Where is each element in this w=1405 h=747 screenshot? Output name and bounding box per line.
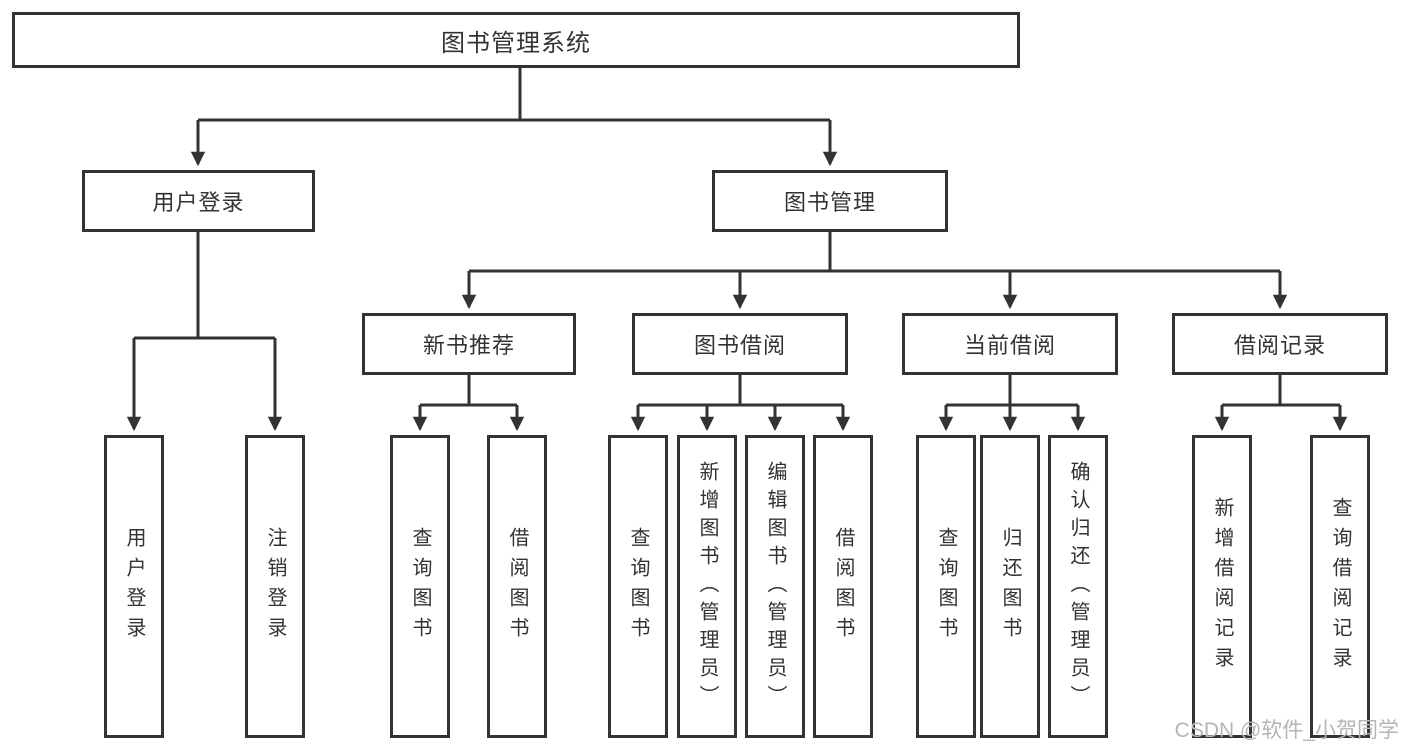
leaf-borrow-books-borrowing: 借阅图书 (813, 435, 873, 738)
leaf-query-borrow-record: 查询借阅记录 (1310, 435, 1370, 738)
node-new-book-recommendation: 新书推荐 (362, 313, 576, 375)
node-user-login: 用户登录 (82, 170, 315, 232)
leaf-return-books: 归还图书 (980, 435, 1040, 738)
leaf-confirm-return-admin: 确认归还（管理员） (1048, 435, 1108, 738)
leaf-add-books-admin: 新增图书（管理员） (677, 435, 737, 738)
node-borrowing-records: 借阅记录 (1172, 313, 1388, 375)
leaf-add-borrow-record: 新增借阅记录 (1192, 435, 1252, 738)
node-book-borrowing: 图书借阅 (632, 313, 848, 375)
leaf-borrow-books-recommend: 借阅图书 (487, 435, 547, 738)
leaf-logout: 注销登录 (245, 435, 305, 738)
node-book-management: 图书管理 (712, 170, 948, 232)
node-current-borrowing: 当前借阅 (902, 313, 1118, 375)
leaf-edit-books-admin: 编辑图书（管理员） (745, 435, 805, 738)
leaf-query-books-current: 查询图书 (916, 435, 976, 738)
csdn-watermark: CSDN @软件_小贺同学 (1174, 719, 1399, 742)
node-system-root: 图书管理系统 (12, 12, 1020, 68)
leaf-user-login: 用户登录 (104, 435, 164, 738)
leaf-query-books-recommend: 查询图书 (390, 435, 450, 738)
leaf-query-books-borrowing: 查询图书 (608, 435, 668, 738)
